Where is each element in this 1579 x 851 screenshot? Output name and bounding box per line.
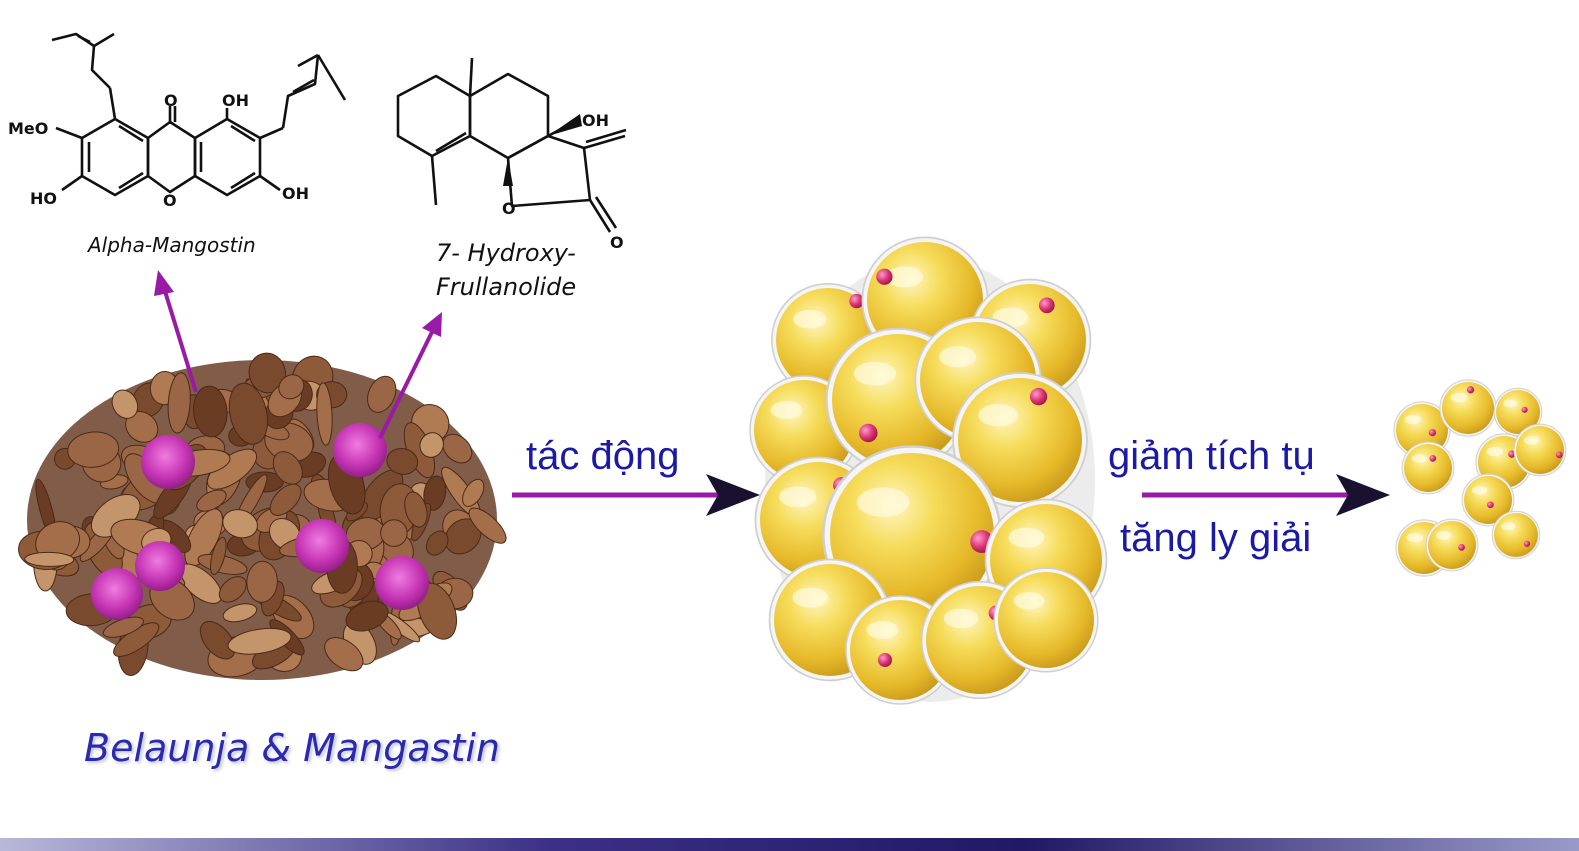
molecule-name-frullanolide-line1: 7- Hydroxy- <box>436 239 576 267</box>
bottom-bar <box>0 838 1579 851</box>
fat-cell <box>1491 510 1541 560</box>
alpha-mangostin-structure <box>51 32 347 197</box>
atom-label: O <box>502 199 516 218</box>
fat-cell <box>993 567 1099 673</box>
flower-icon <box>91 568 143 620</box>
nucleus-marker <box>1428 428 1437 437</box>
source-arrows <box>154 270 442 439</box>
fat-cell <box>1461 473 1515 527</box>
flower-icon <box>333 423 387 477</box>
atom-label: MeO <box>8 119 48 138</box>
arrow-to-frullanolide <box>378 329 435 439</box>
process-label-act: tác động <box>526 434 680 478</box>
bark-fragment <box>380 519 408 547</box>
nucleus-marker <box>1508 450 1516 458</box>
fat-cell <box>952 372 1088 508</box>
nucleus-marker <box>1487 501 1494 509</box>
nucleus-marker <box>859 423 878 443</box>
bark-pile <box>18 352 507 680</box>
process-label-reduce-accumulation: giảm tích tụ <box>1108 434 1315 478</box>
nucleus-marker <box>849 293 864 309</box>
bark-fragment <box>442 433 473 464</box>
alpha-mangostin-atom-labels: MeO HO O O OH OH <box>8 91 309 210</box>
bark-fragment <box>102 616 144 638</box>
nucleus-marker <box>876 268 893 285</box>
molecule-name-frullanolide-line2: Frullanolide <box>436 273 577 301</box>
process-arrow-2 <box>1142 474 1390 516</box>
flower-icon <box>141 435 195 489</box>
atom-label: O <box>164 91 178 110</box>
flower-icon <box>135 541 185 591</box>
fat-cell <box>968 278 1092 402</box>
bark-fragment <box>193 385 228 438</box>
wedge-bond <box>503 158 513 186</box>
nucleus-marker <box>1466 386 1475 394</box>
nucleus-marker <box>1555 451 1563 459</box>
bark-fragment <box>248 352 286 394</box>
bark-fragment <box>345 600 389 632</box>
atom-label: O <box>610 233 624 252</box>
bark-fragment <box>272 451 303 485</box>
bark-fragment <box>316 382 333 446</box>
magenta-flowers <box>91 423 429 620</box>
bark-fragment <box>386 447 419 475</box>
bark-fragment <box>246 560 278 603</box>
process-arrow-1 <box>512 474 760 516</box>
bark-fragment <box>367 375 397 413</box>
bark-fragment <box>24 551 75 567</box>
process-label-increase-lipolysis: tăng ly giải <box>1120 516 1312 560</box>
flower-icon <box>295 519 349 573</box>
bark-fragment <box>210 536 227 576</box>
nucleus-marker <box>1029 387 1048 406</box>
nucleus-marker <box>1523 540 1531 547</box>
atom-label: HO <box>30 189 57 208</box>
bark-fragment <box>468 507 507 544</box>
bark-fragment <box>196 489 227 512</box>
atom-label: OH <box>222 91 249 110</box>
fat-cell <box>1439 379 1497 437</box>
atom-label: OH <box>282 184 309 203</box>
arrow-to-alpha-mangostin <box>162 287 198 393</box>
bark-fragment <box>269 483 302 516</box>
bark-fragment <box>423 475 447 511</box>
bark-fragment <box>218 576 247 603</box>
bark-fragment <box>111 389 139 419</box>
nucleus-marker <box>1038 297 1055 314</box>
bark-fragment <box>167 372 191 434</box>
bark-fragment <box>227 627 292 655</box>
source-caption: Belaunja & Mangastin <box>84 726 500 770</box>
bark-fragment <box>199 620 236 660</box>
bark-fragment <box>462 478 485 507</box>
bark-fragment <box>404 491 428 528</box>
nucleus-marker <box>878 653 892 667</box>
bark-fragment <box>222 509 258 539</box>
bark-fragment <box>222 603 258 623</box>
bark-fragment <box>425 530 449 556</box>
nucleus-marker <box>1458 544 1465 551</box>
hydroxy-frullanolide-atom-labels: OH O O <box>502 111 624 252</box>
nucleus-marker <box>1521 406 1528 413</box>
fat-cell <box>1493 387 1543 437</box>
flower-icon <box>375 556 429 610</box>
wedge-bond <box>548 114 582 136</box>
molecule-name-alpha-mangostin: Alpha-Mangostin <box>88 233 256 257</box>
fat-cell-cluster-small <box>1393 379 1567 577</box>
bark-fragment <box>67 431 120 468</box>
fat-cell <box>1513 423 1567 477</box>
atom-label: OH <box>582 111 609 130</box>
bark-fragment <box>419 432 444 458</box>
nucleus-marker <box>1429 455 1437 462</box>
bark-fragment <box>278 374 305 400</box>
atom-label: O <box>163 191 177 210</box>
bark-fragment <box>324 637 364 672</box>
fat-cell <box>1401 441 1455 495</box>
fat-cell <box>1425 518 1479 572</box>
fat-cell-cluster-large <box>749 236 1108 705</box>
bark-fragment <box>228 382 269 445</box>
